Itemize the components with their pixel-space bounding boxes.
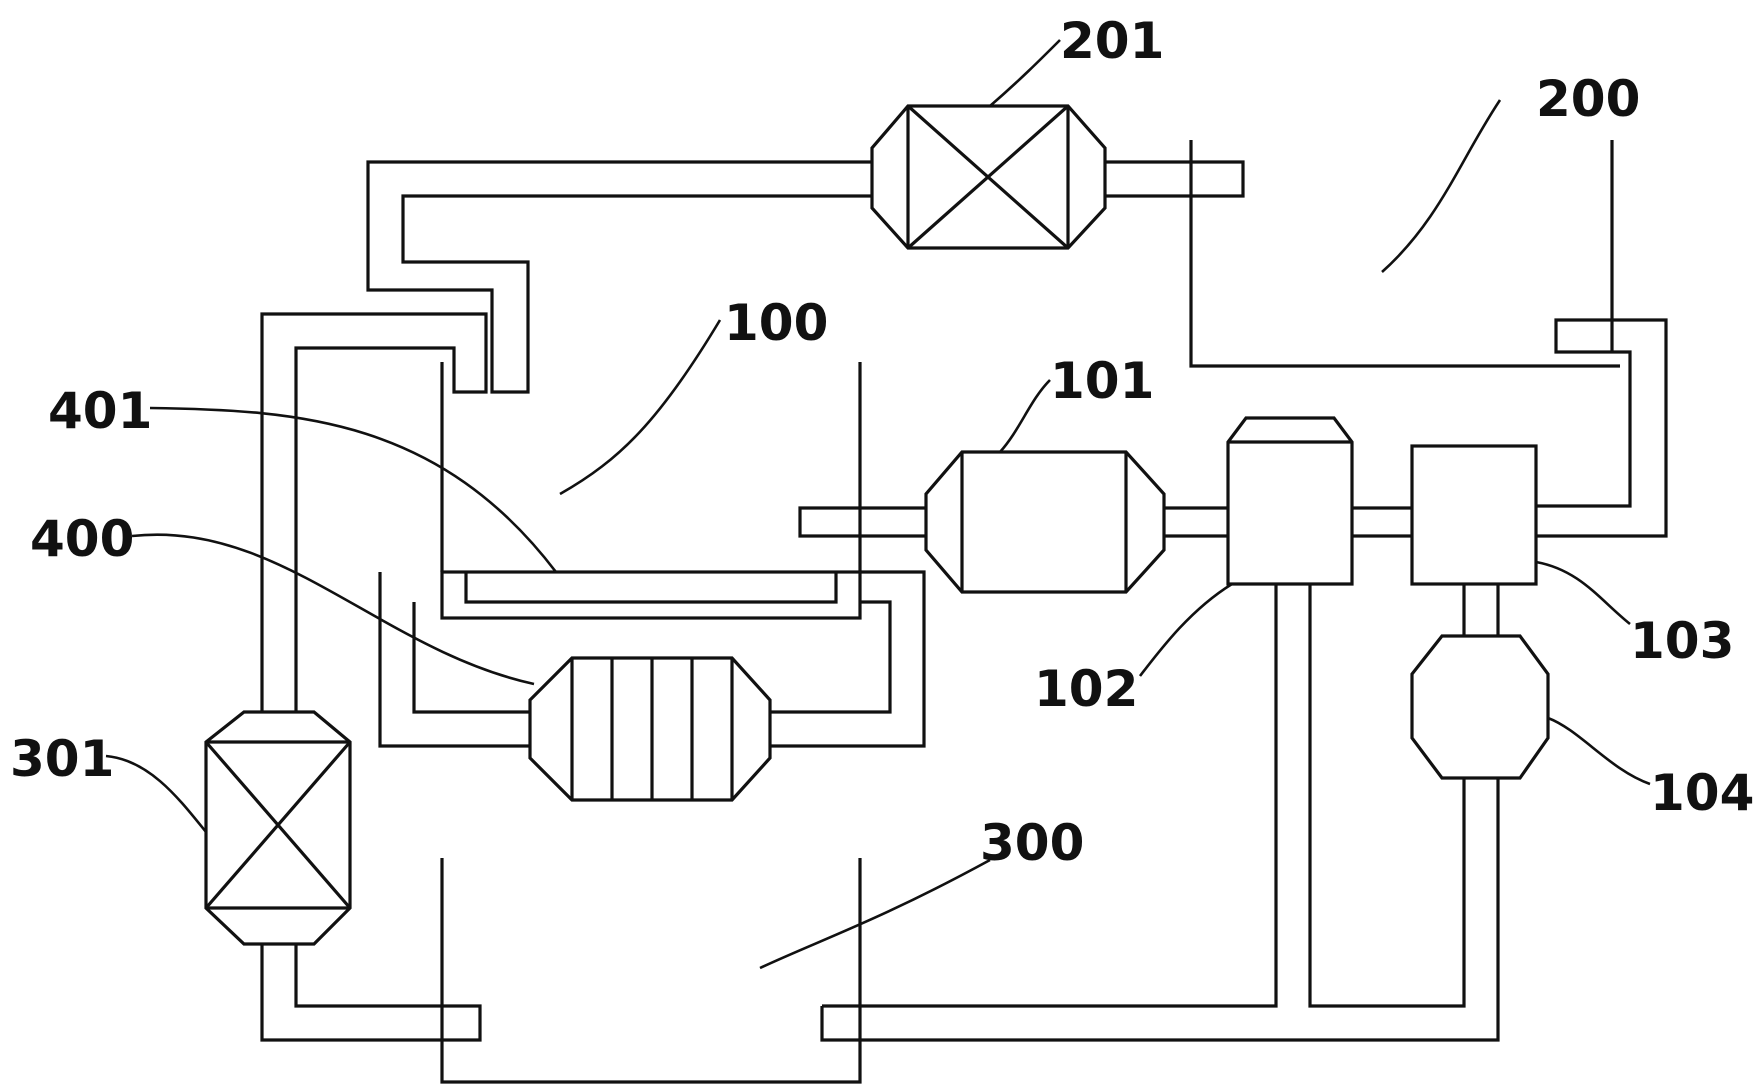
- leader-201: [989, 39, 1061, 107]
- column-301: [204, 710, 352, 946]
- leader-101: [999, 379, 1051, 453]
- vessel-101: [924, 450, 1166, 594]
- label-103: 103: [1630, 612, 1734, 670]
- leader-103: [1535, 560, 1631, 626]
- label-300: 300: [980, 814, 1084, 872]
- label-100: 100: [724, 294, 828, 352]
- leader-104: [1547, 716, 1651, 786]
- plate-401: [440, 570, 862, 620]
- label-400: 400: [30, 510, 134, 568]
- pipe-100-to-101: [798, 506, 926, 538]
- leader-300: [759, 858, 991, 970]
- pipe-301-to-300: [260, 944, 482, 1042]
- pipe-300-to-102-104: [820, 584, 1500, 1042]
- label-201: 201: [1060, 12, 1164, 70]
- pipe-201-to-left-outer: [366, 160, 872, 394]
- unit-103: [1410, 444, 1538, 586]
- pipe-301-outer-loop: [260, 312, 488, 712]
- label-102: 102: [1034, 660, 1138, 718]
- vessel-300-walls: [440, 858, 862, 1084]
- pipe-200-stub: [1536, 318, 1668, 538]
- leader-200: [1381, 99, 1502, 273]
- label-101: 101: [1050, 352, 1154, 410]
- heat-exchanger-201: [870, 104, 1107, 250]
- label-104: 104: [1650, 764, 1754, 822]
- pipe-200-drop-line: [1189, 140, 1620, 368]
- plate-401-inner-line: [464, 572, 838, 604]
- label-200: 200: [1536, 70, 1640, 128]
- pipe-101-to-102: [1164, 506, 1228, 538]
- pipe-201-to-right: [1105, 160, 1245, 198]
- label-401: 401: [48, 382, 152, 440]
- label-301: 301: [10, 730, 114, 788]
- leader-301: [105, 754, 208, 833]
- leader-100: [559, 319, 722, 496]
- pipe-102-to-103: [1352, 506, 1412, 538]
- leader-102: [1138, 582, 1233, 677]
- pipe-103-to-104: [1462, 584, 1500, 636]
- frame-400-outer: [378, 570, 926, 748]
- unit-102: [1226, 416, 1354, 586]
- leader-400: [131, 533, 535, 686]
- filter-400: [528, 656, 772, 802]
- unit-104: [1410, 634, 1550, 780]
- leader-401: [149, 406, 558, 573]
